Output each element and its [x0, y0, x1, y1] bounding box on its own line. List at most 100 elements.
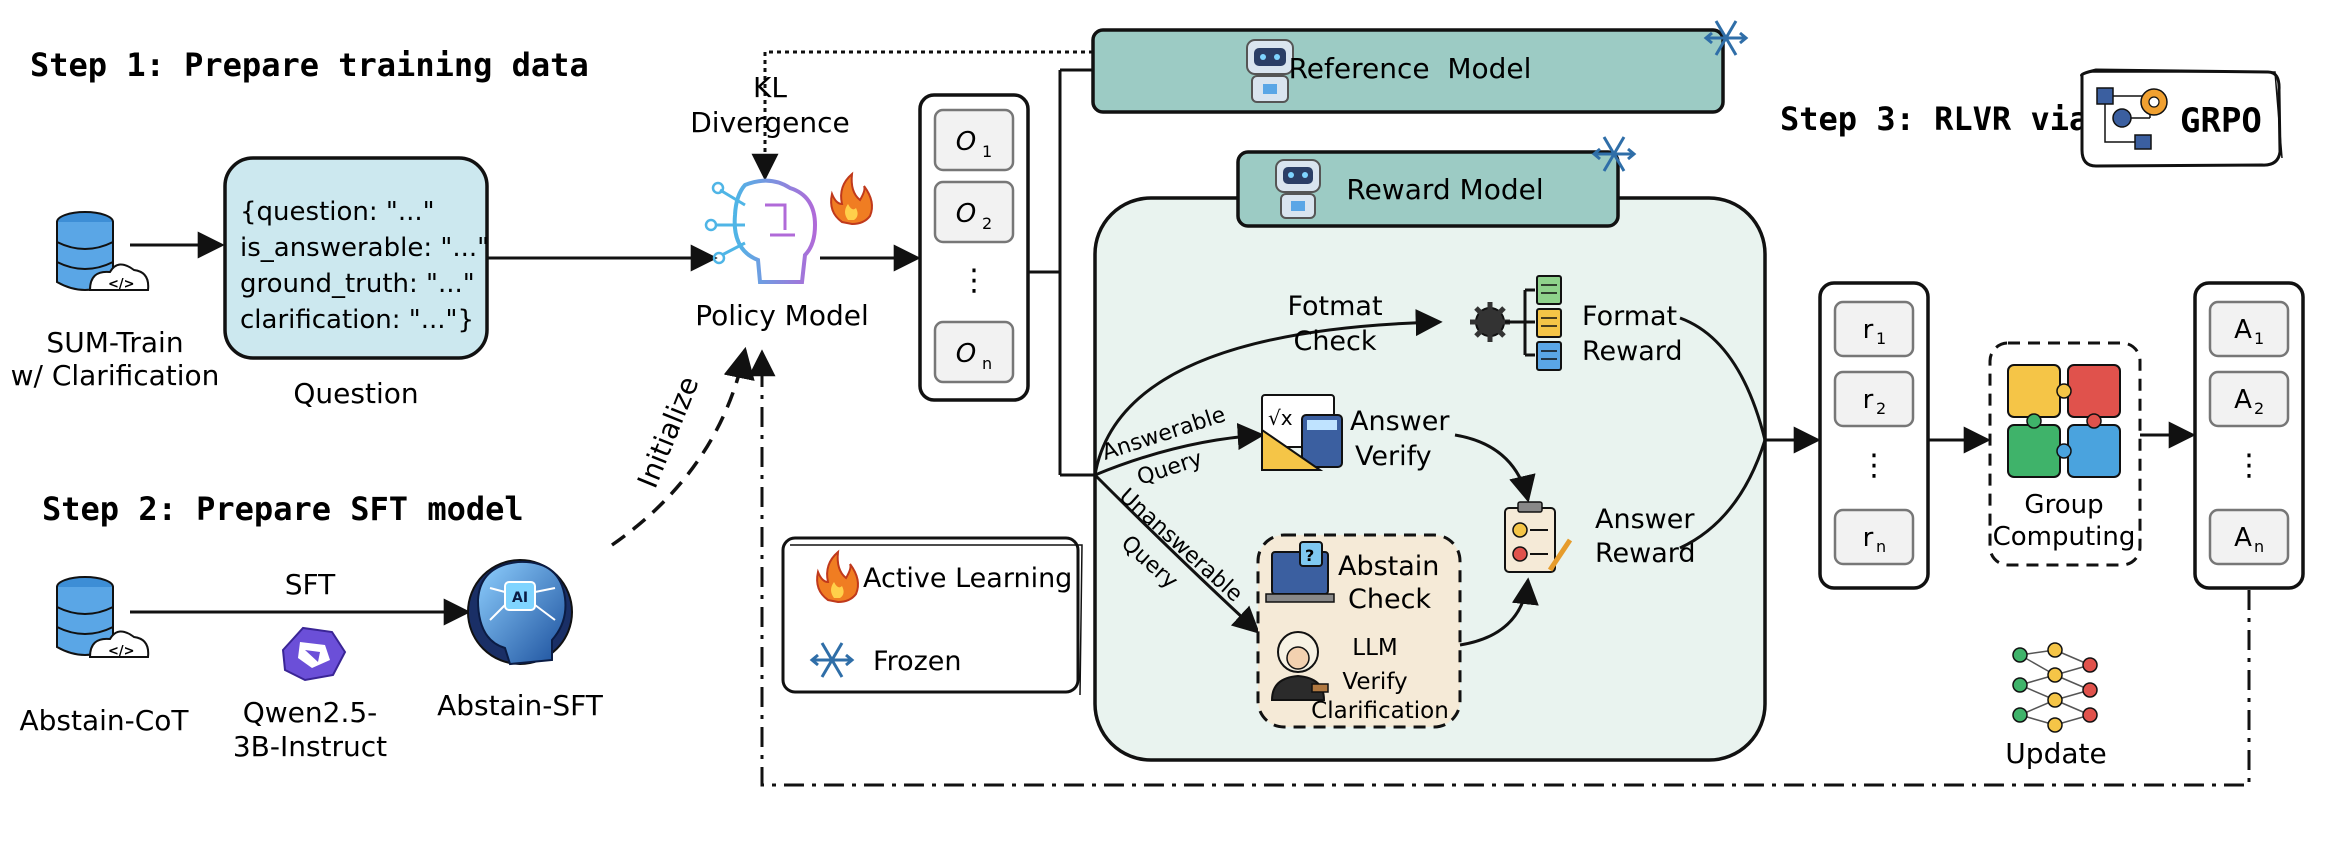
- output-on-sub: n: [982, 354, 992, 373]
- base-model-label: Qwen2.5-: [243, 696, 378, 729]
- advantage-a2-label: A: [2234, 385, 2252, 415]
- robot-icon: [1275, 159, 1321, 219]
- llm-verify-label: LLM: [1352, 635, 1397, 661]
- output-o1: [933, 108, 1015, 172]
- arrow-unanswerable: [1093, 473, 1260, 634]
- output-o2: [933, 180, 1015, 244]
- update-label: Update: [2005, 737, 2106, 770]
- puzzle-icon: [2007, 364, 2121, 478]
- question-caption: Question: [293, 377, 418, 410]
- outputs-column: O 1 O 2 ⋮ O n: [918, 93, 1030, 402]
- arrow-answerable: [1094, 423, 1265, 477]
- advantage-a2-sub: 2: [2254, 399, 2264, 418]
- sum-train-label: SUM-Train: [46, 326, 183, 359]
- output-o2-label: O: [956, 199, 976, 229]
- database-icon-sum: </>: [56, 211, 150, 292]
- advantage-an-label: A: [2234, 523, 2252, 553]
- output-o1-label: O: [956, 127, 976, 157]
- reward-model-label: Reward Model: [1346, 173, 1543, 206]
- reward-model-box: Reward Model: [1236, 150, 1620, 228]
- advantage-a1: [2208, 300, 2290, 358]
- reward-rn-label: r: [1863, 523, 1874, 553]
- base-model-label-2: 3B-Instruct: [233, 730, 387, 763]
- calculator-icon: √x: [1261, 394, 1343, 471]
- advantages-column: A 1 A 2 ⋮ A n: [2193, 281, 2305, 590]
- svg-text:</>: </>: [108, 644, 135, 659]
- abstain-cot-label: Abstain-CoT: [19, 704, 189, 737]
- step3-title: Step 3: RLVR via: [1780, 100, 2088, 138]
- output-o1-sub: 1: [982, 142, 992, 161]
- arrow-initialize: [611, 346, 755, 547]
- reward-r1-label: r: [1863, 315, 1874, 345]
- kl-dotted-line: [751, 50, 1093, 181]
- legend-active-label: Active Learning: [863, 563, 1072, 594]
- advantages-ellipsis: ⋮: [2234, 448, 2264, 483]
- kl-label: KL: [753, 71, 787, 104]
- snowflake-icon: [1703, 20, 1749, 56]
- laptop-question-icon: ?: [1265, 541, 1335, 603]
- bracket-format: [1505, 288, 1535, 357]
- arrow-format-check: [1093, 309, 1443, 476]
- fire-icon: [816, 549, 859, 604]
- reward-rn: [1833, 508, 1915, 566]
- kl-label-2: Divergence: [690, 106, 850, 139]
- svg-text:AI: AI: [512, 590, 528, 606]
- svg-text:√x: √x: [1268, 406, 1293, 430]
- abstain-check-label: Abstain: [1338, 551, 1439, 582]
- robot-icon: [1246, 39, 1294, 103]
- format-reward-label-2: Reward: [1582, 336, 1683, 367]
- group-computing-label-2: Computing: [1993, 522, 2136, 552]
- svg-text:</>: </>: [108, 277, 135, 292]
- answer-verify-label-2: Verify: [1355, 441, 1432, 472]
- workflow-icon: [2096, 87, 2168, 150]
- output-on: [933, 320, 1015, 384]
- curve-format-out: [1679, 316, 1767, 441]
- fire-icon: [830, 171, 873, 226]
- grpo-badge: GRPO: [2080, 68, 2283, 168]
- snowflake-icon: [809, 642, 855, 678]
- legend-frozen-label: Frozen: [873, 646, 962, 677]
- format-check-label: Fotmat: [1287, 291, 1382, 322]
- reward-rn-sub: n: [1876, 537, 1886, 556]
- grpo-label: GRPO: [2180, 101, 2262, 141]
- reward-r2-sub: 2: [1876, 399, 1886, 418]
- policy-brain-icon: [704, 178, 818, 284]
- update-loop-line: [748, 349, 2251, 787]
- reward-r2: [1833, 370, 1915, 428]
- output-o2-sub: 2: [982, 214, 992, 233]
- connector-outputs: [1028, 68, 1095, 477]
- reference-model-box: Reference Model: [1091, 28, 1725, 114]
- sum-train-label-2: w/ Clarification: [11, 359, 220, 392]
- arrow-verify-to-reward: [1454, 433, 1536, 503]
- answer-reward-label-2: Reward: [1595, 538, 1696, 569]
- abstain-check-label-2: Check: [1348, 584, 1431, 615]
- answer-reward-label: Answer: [1595, 504, 1695, 535]
- brain-ai-icon: AI: [467, 559, 573, 666]
- json-line: ground_truth: "...": [240, 269, 475, 299]
- svg-text:?: ?: [1305, 546, 1314, 565]
- sft-label: SFT: [285, 568, 336, 601]
- clipboard-icon: [1504, 501, 1573, 573]
- advantage-a1-label: A: [2234, 315, 2252, 345]
- advantage-an-sub: n: [2254, 537, 2264, 556]
- rewards-column: r 1 r 2 ⋮ r n: [1818, 281, 1930, 590]
- advantage-an: [2208, 508, 2290, 566]
- curve-answer-out: [1679, 439, 1767, 550]
- document-icon: [1536, 275, 1562, 371]
- gear-icon: [1470, 302, 1510, 342]
- database-icon-abstain: </>: [56, 576, 150, 659]
- judge-icon: [1270, 631, 1329, 701]
- abstain-sft-label: Abstain-SFT: [437, 689, 604, 722]
- llm-verify-label-2: Verify: [1342, 669, 1407, 695]
- reward-r1: [1833, 300, 1915, 358]
- json-line: is_answerable: "...": [240, 233, 489, 263]
- reward-r2-label: r: [1863, 385, 1874, 415]
- answer-verify-label: Answer: [1350, 406, 1450, 437]
- reference-model-label: Reference Model: [1289, 52, 1532, 85]
- advantage-a2: [2208, 370, 2290, 428]
- neural-network-icon: [2012, 642, 2098, 733]
- question-box: {question: "..." is_answerable: "..." gr…: [223, 156, 489, 360]
- advantage-a1-sub: 1: [2254, 329, 2264, 348]
- step2-title: Step 2: Prepare SFT model: [42, 490, 524, 528]
